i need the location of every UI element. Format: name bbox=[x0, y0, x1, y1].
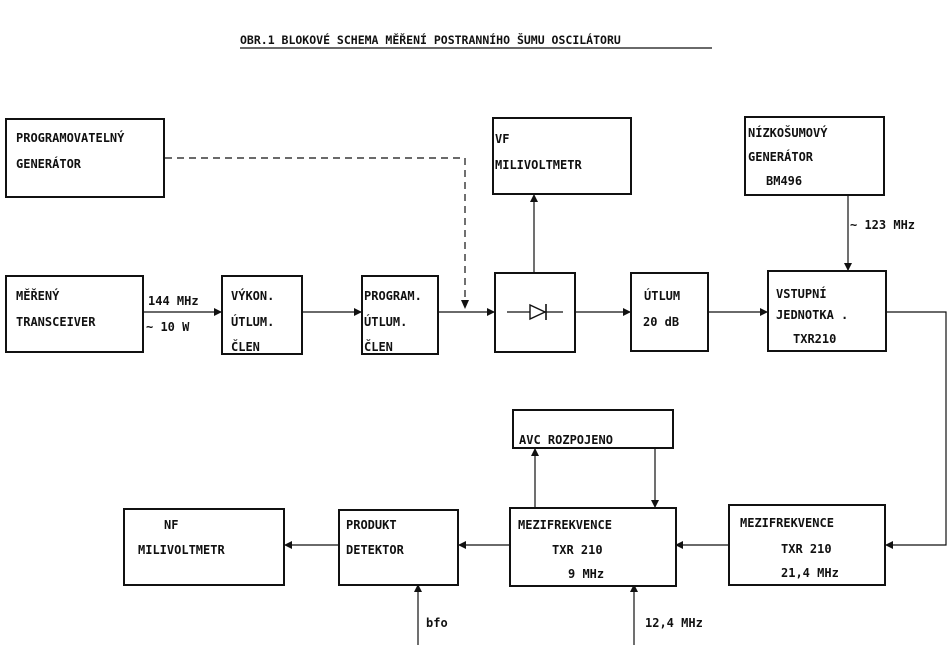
arrowhead bbox=[760, 308, 768, 316]
block-text: GENERÁTOR bbox=[748, 149, 814, 164]
block-produkt-detektor bbox=[338, 509, 459, 586]
block-text: ČLEN bbox=[231, 339, 260, 354]
block-text: VÝKON. bbox=[231, 288, 274, 303]
block-text: VSTUPNÍ bbox=[776, 286, 827, 301]
arrowhead bbox=[458, 541, 466, 549]
block-text: PRODUKT bbox=[346, 518, 397, 532]
block-text: ÚTLUM bbox=[644, 288, 680, 303]
label-123mhz: ~ 123 MHz bbox=[850, 218, 915, 232]
arrowhead bbox=[461, 300, 469, 309]
diode-icon bbox=[507, 303, 563, 321]
block-vykon-utlum-clen bbox=[221, 275, 303, 355]
block-text: GENERÁTOR bbox=[16, 156, 82, 171]
arrowhead bbox=[844, 263, 852, 271]
block-program-utlum-clen bbox=[361, 275, 439, 355]
block-mezifrekvence-9mhz bbox=[509, 507, 677, 587]
block-text: PROGRAM. bbox=[364, 289, 422, 303]
block-vstupni-jednotka bbox=[767, 270, 887, 352]
arrowhead bbox=[623, 308, 631, 316]
block-text: ÚTLUM. bbox=[231, 314, 274, 329]
arrowhead bbox=[885, 541, 893, 549]
block-avc-rozpojeno bbox=[512, 409, 674, 449]
block-text: TXR210 bbox=[793, 332, 836, 346]
label-144mhz: 144 MHz bbox=[148, 294, 199, 308]
block-text: NF bbox=[164, 518, 178, 532]
arrowhead bbox=[675, 541, 683, 549]
block-text: AVC ROZPOJENO bbox=[519, 433, 613, 447]
block-programovatelny-generator bbox=[5, 118, 165, 198]
arrowhead bbox=[414, 584, 422, 592]
block-text: MILIVOLTMETR bbox=[495, 158, 582, 172]
arrowhead bbox=[531, 448, 539, 456]
connections bbox=[143, 157, 947, 645]
block-nizkosumovy-generator bbox=[744, 116, 885, 196]
block-text: NÍZKOŠUMOVÝ bbox=[748, 125, 828, 140]
label-bfo: bfo bbox=[426, 616, 448, 630]
arrowhead bbox=[284, 541, 292, 549]
figure-title: OBR.1 BLOKOVÉ SCHEMA MĚŘENÍ POSTRANNÍHO … bbox=[240, 32, 621, 47]
block-text: ČLEN bbox=[364, 339, 393, 354]
arrowhead bbox=[530, 194, 538, 202]
dashed-control-line bbox=[165, 157, 466, 306]
block-text: PROGRAMOVATELNÝ bbox=[16, 130, 125, 145]
block-mezifrekvence-21mhz bbox=[728, 504, 886, 586]
arrowhead bbox=[651, 500, 659, 508]
block-text: DETEKTOR bbox=[346, 543, 405, 557]
block-nf-milivoltmetr bbox=[123, 508, 285, 586]
arrowhead bbox=[630, 584, 638, 592]
block-text: MĚŘENÝ bbox=[16, 288, 60, 303]
block-text: BM496 bbox=[766, 174, 802, 188]
block-text: ÚTLUM. bbox=[364, 314, 407, 329]
block-text: JEDNOTKA . bbox=[776, 308, 848, 322]
block-text: TXR 210 bbox=[781, 542, 832, 556]
arrowhead bbox=[487, 308, 495, 316]
block-text: MEZIFREKVENCE bbox=[740, 516, 834, 530]
block-text: TRANSCEIVER bbox=[16, 315, 96, 329]
block-text: TXR 210 bbox=[552, 543, 603, 557]
arrowhead bbox=[214, 308, 222, 316]
block-text: MILIVOLTMETR bbox=[138, 543, 225, 557]
label-10w: ~ 10 W bbox=[146, 320, 190, 334]
block-text: 21,4 MHz bbox=[781, 566, 839, 580]
label-12-4mhz: 12,4 MHz bbox=[645, 616, 703, 630]
line-vstupni-mf21 bbox=[886, 311, 947, 546]
block-vf-milivoltmetr bbox=[492, 117, 632, 195]
block-text: 20 dB bbox=[643, 315, 679, 329]
block-text: VF bbox=[495, 132, 509, 146]
block-utlum-20db bbox=[630, 272, 709, 352]
arrowhead bbox=[354, 308, 362, 316]
block-mereny-transceiver bbox=[5, 275, 144, 353]
block-text: 9 MHz bbox=[568, 567, 604, 581]
block-text: MEZIFREKVENCE bbox=[518, 518, 612, 532]
